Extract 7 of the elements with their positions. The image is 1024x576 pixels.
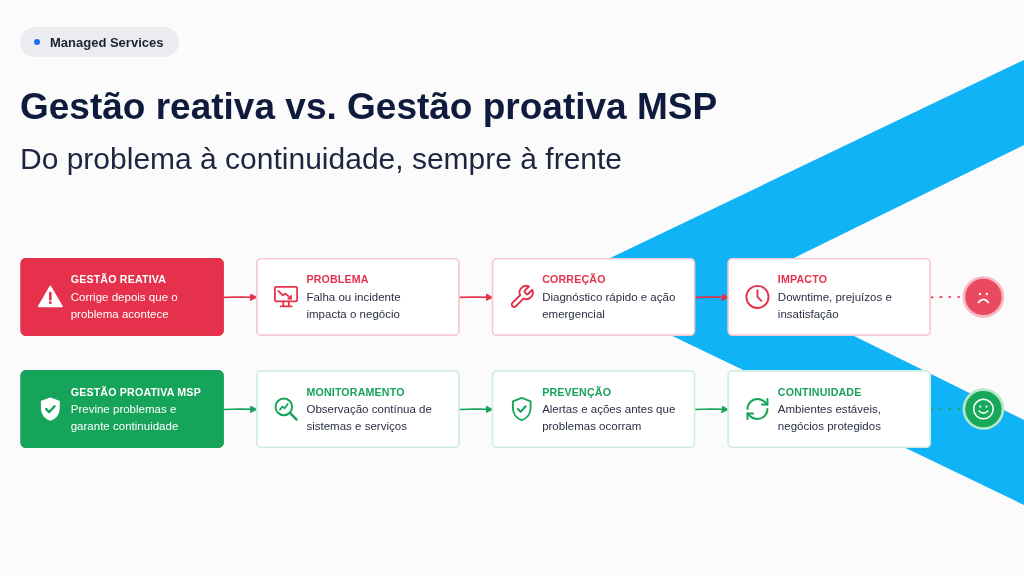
title: Gestão reativa vs. Gestão proativa MSP [20, 86, 718, 128]
arrow [694, 293, 729, 302]
node-circle [962, 388, 1005, 430]
arrow [694, 405, 729, 414]
tag-text: Managed Services [50, 34, 164, 50]
node-circle [962, 276, 1005, 318]
subtitle: Do problema à continuidade, sempre à frente [20, 142, 623, 176]
